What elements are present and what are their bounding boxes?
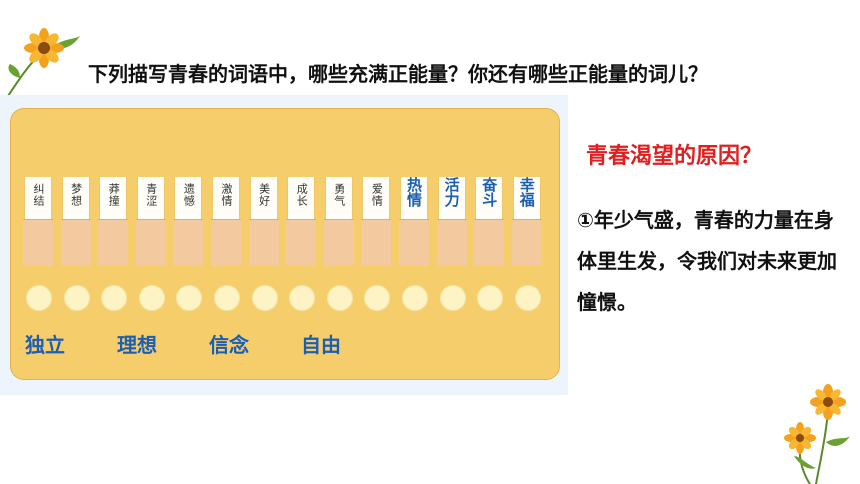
card-word: 青涩	[144, 183, 158, 207]
card-pocket	[135, 219, 166, 266]
sunflower-icon	[7, 28, 80, 97]
word-card: 勇气	[323, 177, 354, 266]
extra-word: 理想	[117, 333, 157, 357]
word-card: 激情	[211, 177, 241, 266]
card-pocket	[98, 219, 129, 266]
card-pocket	[60, 219, 91, 266]
bead	[326, 285, 353, 311]
bead	[214, 285, 240, 311]
card-word: 热情	[405, 177, 423, 207]
question-text: 下列描写青春的词语中，哪些充满正能量？你还有哪些正能量的词儿？	[88, 62, 708, 86]
reason-title: 青春渴望的原因？	[586, 144, 763, 169]
card-word: 美好	[257, 183, 271, 207]
word-cards: 纠结梦想莽撞青涩遗憾激情美好成长勇气爱情热情活力奋斗幸福	[23, 177, 555, 267]
card-pocket	[436, 219, 467, 266]
word-card: 遗憾	[173, 177, 204, 266]
card-word: 纠结	[32, 183, 45, 207]
card-pocket	[211, 219, 241, 266]
card-pocket	[361, 219, 392, 266]
card-pocket	[323, 219, 354, 266]
bead	[26, 285, 52, 311]
word-board: 纠结梦想莽撞青涩遗憾激情美好成长勇气爱情热情活力奋斗幸福 独立 理想 信念 自由	[10, 108, 560, 380]
card-word: 勇气	[332, 183, 346, 207]
bead	[63, 285, 90, 311]
word-card: 美好	[248, 177, 279, 266]
card-pocket	[286, 219, 317, 266]
word-card: 活力	[436, 177, 467, 266]
extra-word: 信念	[209, 333, 249, 357]
extra-word: 独立	[25, 333, 65, 357]
bead	[176, 285, 203, 311]
card-pocket	[248, 219, 279, 266]
word-card: 成长	[286, 177, 317, 266]
card-word: 梦想	[69, 183, 83, 207]
bead	[439, 285, 466, 311]
word-card: 纠结	[23, 177, 53, 266]
card-word: 遗憾	[182, 183, 196, 207]
bead-row	[26, 285, 556, 319]
card-word: 奋斗	[480, 177, 499, 207]
bead	[138, 285, 165, 311]
card-word: 活力	[442, 177, 461, 207]
word-card: 奋斗	[474, 177, 505, 266]
word-card: 爱情	[361, 177, 392, 266]
bead	[101, 285, 128, 311]
card-word: 爱情	[370, 183, 384, 207]
card-word: 激情	[220, 183, 233, 207]
card-pocket	[399, 219, 429, 266]
card-pocket	[474, 219, 505, 266]
card-pocket	[23, 219, 53, 266]
card-pocket	[511, 219, 542, 266]
word-card: 青涩	[135, 177, 166, 266]
extra-word: 自由	[301, 333, 341, 357]
word-card: 幸福	[511, 177, 542, 266]
bead	[251, 285, 278, 311]
bead	[364, 285, 391, 311]
bead	[514, 285, 541, 311]
bead	[402, 285, 428, 311]
sunflower-icon	[784, 384, 850, 484]
card-word: 幸福	[517, 177, 536, 207]
reason-answer: ①年少气盛，青春的力量在身体里生发，令我们对未来更加憧憬。	[577, 208, 837, 314]
bead	[289, 285, 316, 311]
card-word: 莽撞	[107, 183, 121, 207]
word-card: 热情	[399, 177, 429, 266]
bead	[477, 285, 504, 311]
word-card: 梦想	[60, 177, 91, 266]
word-card: 莽撞	[98, 177, 129, 266]
card-pocket	[173, 219, 204, 266]
card-word: 成长	[295, 183, 309, 207]
